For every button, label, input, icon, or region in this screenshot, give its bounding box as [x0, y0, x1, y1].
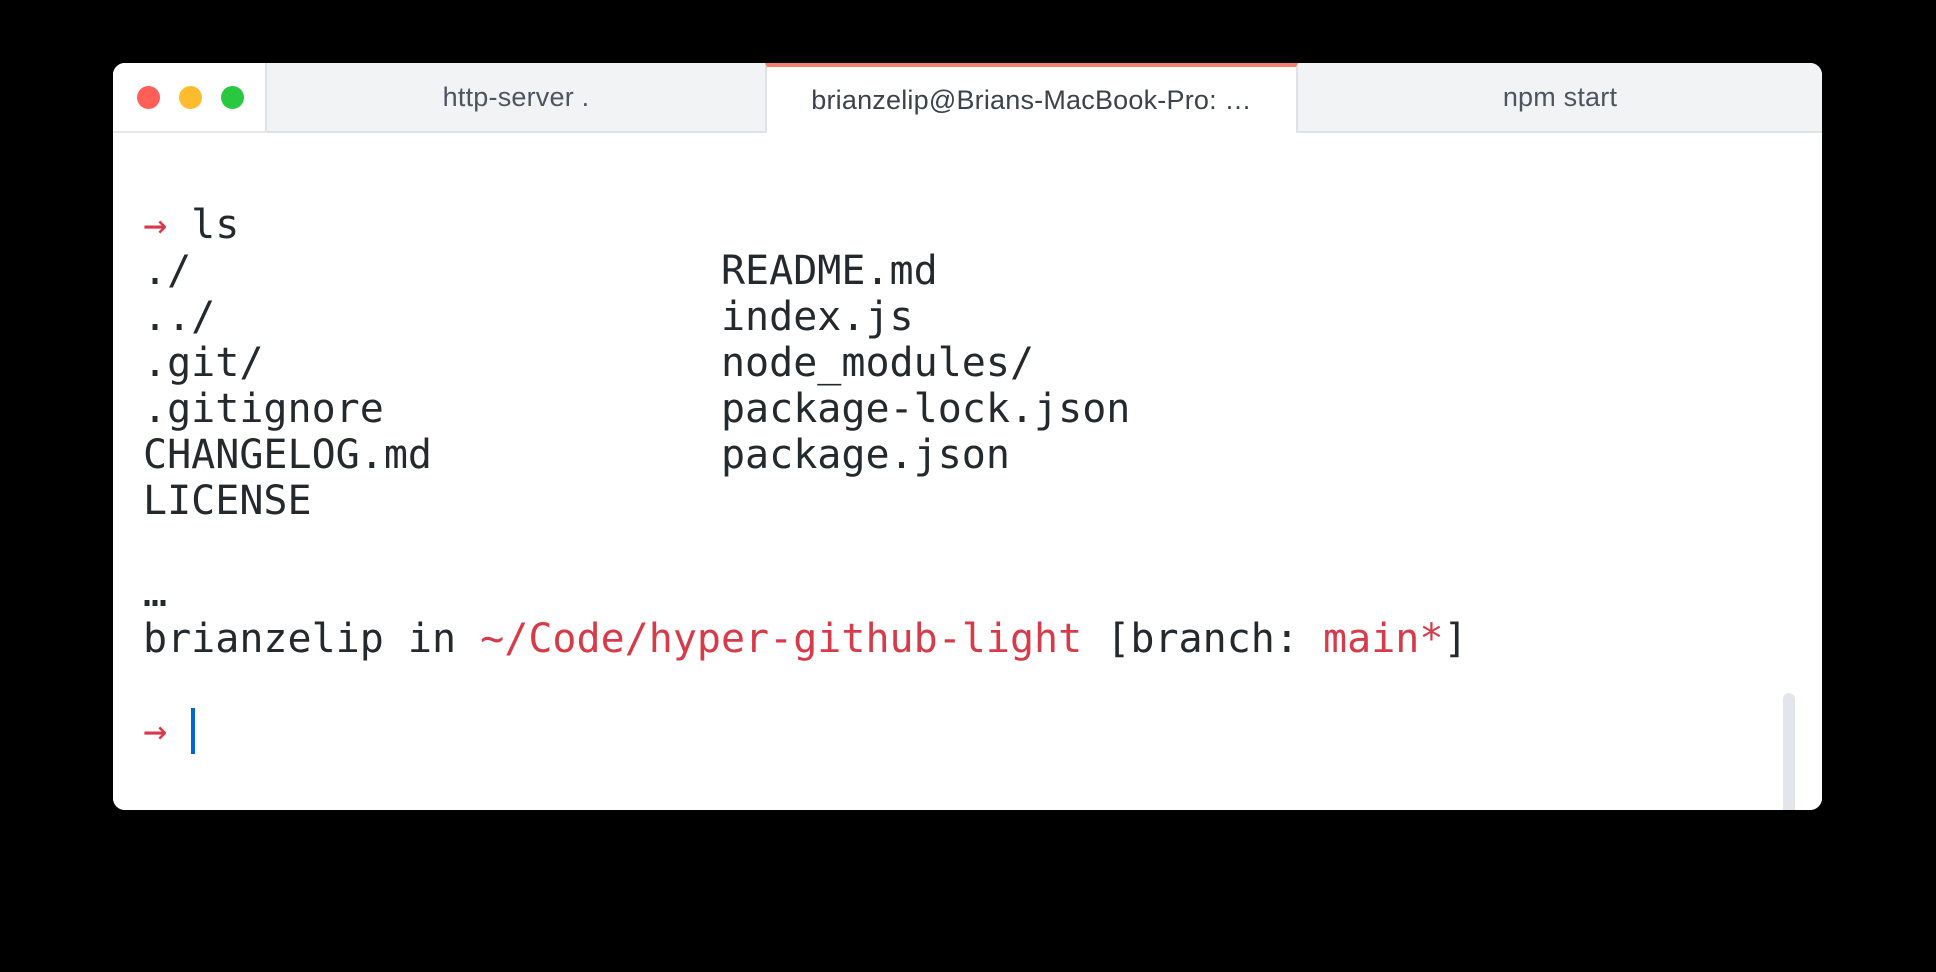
terminal-line: [143, 662, 1822, 708]
terminal-text-segment: ~/Code/hyper-github-light: [480, 616, 1083, 662]
terminal-line: [143, 524, 1822, 570]
terminal-text-segment: node_modules/: [720, 340, 1035, 386]
terminal-text-segment: brianzelip in: [143, 616, 481, 662]
tab-active-session[interactable]: brianzelip@Brians-MacBook-Pro: …: [765, 63, 1298, 133]
terminal-text-segment: .git/: [143, 340, 721, 386]
terminal-text-segment: .gitignore: [143, 386, 721, 432]
terminal-line: LICENSE: [143, 478, 1822, 524]
terminal-line: → ls: [143, 202, 1822, 248]
terminal-text-segment: …: [143, 570, 168, 616]
terminal-text-segment: CHANGELOG.md: [143, 432, 721, 478]
tab-npm-start[interactable]: npm start: [1298, 63, 1822, 133]
terminal-output: → ls./ README.md../ index.js.git/ node_m…: [113, 133, 1822, 754]
terminal-line: …: [143, 570, 1822, 616]
tab-label: npm start: [1502, 81, 1618, 112]
terminal-text-segment: package-lock.json: [720, 386, 1131, 432]
terminal-line: CHANGELOG.md package.json: [143, 432, 1822, 478]
terminal-text-segment: [branch:: [1082, 616, 1324, 662]
terminal-text-segment: index.js: [720, 294, 914, 340]
text-cursor-icon: [191, 708, 196, 754]
terminal-line: .git/ node_modules/: [143, 340, 1822, 386]
terminal-text-segment: →: [143, 708, 168, 754]
window-controls: [113, 63, 267, 133]
terminal-text-segment: ../: [143, 294, 721, 340]
terminal-text-segment: ls: [167, 202, 240, 248]
minimize-button-icon[interactable]: [179, 85, 202, 109]
zoom-button-icon[interactable]: [221, 85, 244, 109]
tab-label: http-server .: [442, 81, 590, 112]
terminal-line: →: [143, 708, 1822, 754]
close-button-icon[interactable]: [137, 85, 160, 109]
terminal-window: http-server . brianzelip@Brians-MacBook-…: [113, 63, 1822, 810]
terminal-text-segment: LICENSE: [143, 478, 312, 524]
scrollbar-thumb[interactable]: [1783, 693, 1795, 810]
terminal-text-segment: ./: [143, 248, 721, 294]
tab-http-server[interactable]: http-server .: [267, 63, 765, 133]
terminal-text-segment: package.json: [720, 432, 1010, 478]
terminal-text-segment: README.md: [720, 248, 938, 294]
terminal-text-segment: [167, 708, 191, 754]
tab-bar: http-server . brianzelip@Brians-MacBook-…: [113, 63, 1822, 133]
tab-label: brianzelip@Brians-MacBook-Pro: …: [811, 84, 1252, 115]
terminal-text-segment: →: [143, 202, 168, 248]
terminal-pane[interactable]: → ls./ README.md../ index.js.git/ node_m…: [113, 133, 1822, 810]
terminal-line: ../ index.js: [143, 294, 1822, 340]
terminal-text-segment: main*: [1323, 616, 1444, 662]
terminal-line: ./ README.md: [143, 248, 1822, 294]
terminal-text-segment: ]: [1443, 616, 1468, 662]
terminal-line: brianzelip in ~/Code/hyper-github-light …: [143, 616, 1822, 662]
terminal-line: .gitignore package-lock.json: [143, 386, 1822, 432]
